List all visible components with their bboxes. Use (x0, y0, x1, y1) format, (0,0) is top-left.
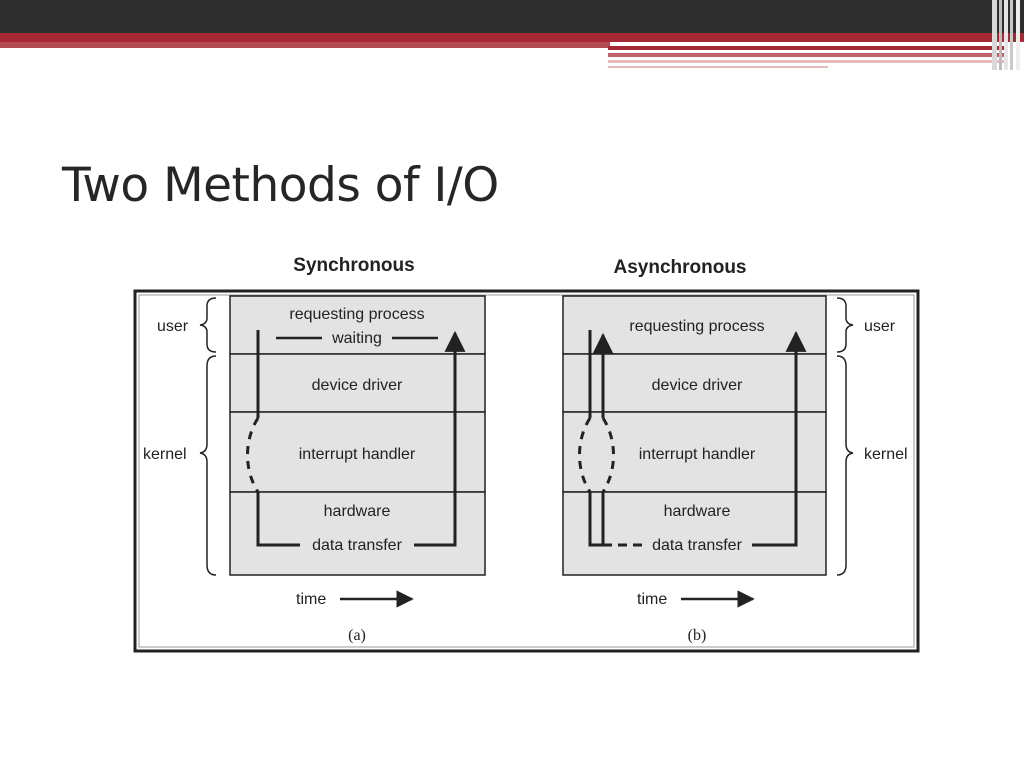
layer-label: interrupt handler (639, 446, 756, 463)
layer-requesting-process (229, 295, 486, 355)
figure-frame-inner (138, 294, 915, 648)
caption-b: (b) (688, 627, 707, 644)
kernel-label: kernel (143, 446, 187, 463)
user-brace (199, 297, 217, 353)
user-brace (836, 297, 854, 353)
kernel-label: kernel (864, 446, 908, 463)
hardware-path-outer (588, 492, 603, 547)
kernel-brace (836, 355, 854, 576)
data-transfer-label: data transfer (652, 537, 743, 554)
return-path-up (414, 330, 466, 547)
layer-interrupt-handler (562, 411, 827, 493)
layer-label: hardware (664, 503, 731, 520)
asynchronous-heading: Asynchronous (613, 257, 746, 278)
layer-label: requesting process (289, 306, 424, 323)
return-path-up (752, 330, 807, 547)
slide-header-bar (0, 0, 1024, 70)
layer-hardware (229, 491, 486, 576)
layer-label: hardware (324, 503, 391, 520)
slide-title: Two Methods of I/O (62, 158, 499, 213)
data-transfer-label: data transfer (312, 537, 403, 554)
layer-label: requesting process (629, 318, 764, 335)
layer-hardware (562, 491, 827, 576)
layer-label: device driver (312, 377, 403, 394)
asynchronous-panel: requesting process device driver interru… (562, 295, 908, 644)
layer-interrupt-handler (229, 411, 486, 493)
waiting-label: waiting (331, 330, 382, 347)
interrupt-dashed-path-right (601, 417, 615, 493)
user-label: user (157, 318, 189, 335)
layer-label: device driver (652, 377, 743, 394)
synchronous-panel: requesting process waiting device driver… (143, 295, 486, 644)
interrupt-dashed-path-left (578, 417, 592, 493)
time-label: time (296, 591, 326, 608)
caption-a: (a) (348, 627, 366, 644)
layer-label: interrupt handler (299, 446, 416, 463)
layer-device-driver (229, 353, 486, 413)
interrupt-dashed-path (246, 417, 260, 493)
layer-device-driver (562, 353, 827, 413)
time-label: time (637, 591, 667, 608)
synchronous-heading: Synchronous (293, 255, 414, 276)
kernel-brace (199, 355, 217, 576)
hardware-path (256, 492, 300, 547)
user-label: user (864, 318, 896, 335)
